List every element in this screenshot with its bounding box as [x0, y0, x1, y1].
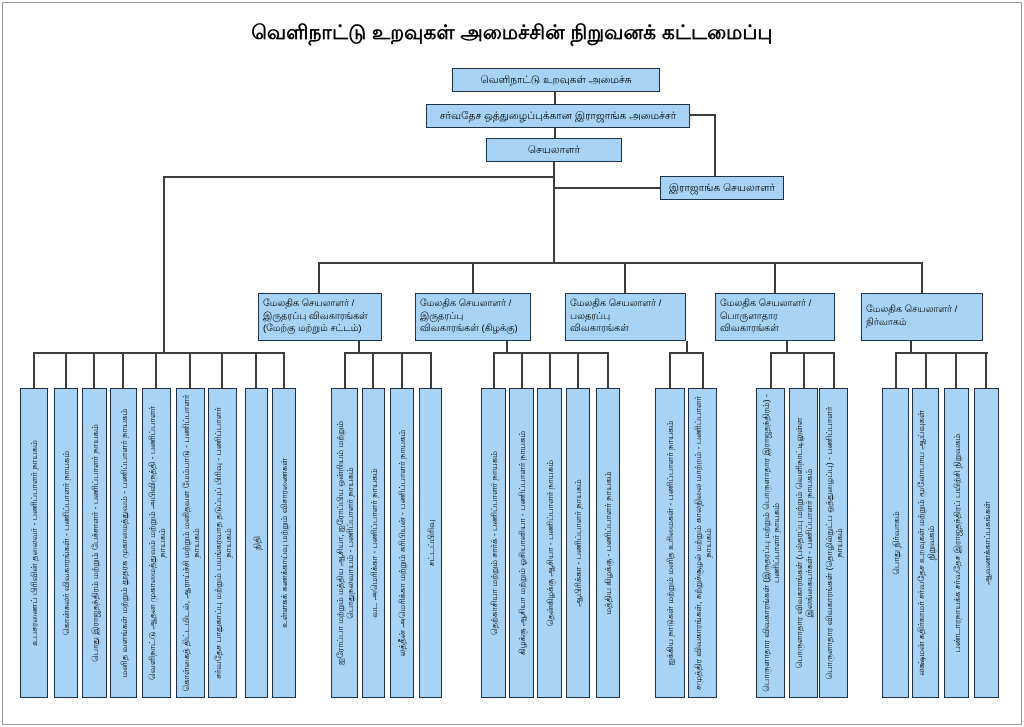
connector-line — [774, 262, 776, 293]
leaf-node: பொது நிர்வாகம் — [882, 388, 909, 698]
connector-line — [358, 341, 360, 353]
chart-title: வெளிநாட்டு உறவுகள் அமைச்சின் நிறுவனக் கட… — [251, 22, 773, 44]
leaf-node: வட அமெரிக்கா - பணிப்பாளர் நாயகம் — [362, 388, 385, 698]
connector-line — [607, 352, 609, 388]
leaf-node: கொன்சுலர் விவகாரங்கள் - பணிப்பாளர் நாயகம… — [54, 388, 78, 698]
connector-line — [401, 352, 403, 388]
connector-line — [163, 176, 555, 178]
connector-line — [65, 352, 67, 388]
connector-line — [33, 352, 285, 354]
leaf-node: உள்ளகக் கணக்காய்வு மற்றும் விசாரணைகள் — [272, 388, 296, 698]
leaf-node: மத்திய கிழக்கு - பணிப்பாளர் நாயகம் — [596, 388, 620, 698]
leaf-node: சமுத்திர விவகாரங்கள், சுற்றுச்சூழல் மற்ற… — [688, 388, 717, 698]
connector-line — [553, 187, 660, 189]
leaf-node: வெளிநாட்டு ஆதன முகாமைத்துவம் மற்றும் அபி… — [142, 388, 171, 698]
connector-line — [255, 352, 257, 388]
connector-line — [33, 352, 35, 388]
connector-line — [554, 128, 556, 138]
connector-line — [669, 352, 671, 388]
node-state-secretary: இராஜாங்க செயலாளர் — [660, 176, 784, 200]
leaf-node: ஆபிரிக்கா - பணிப்பாளர் நாயகம் — [566, 388, 590, 698]
leaf-node: தென்கிழக்கு ஆசியா - பணிப்பாளர் நாயகம் — [537, 388, 562, 698]
connector-line — [344, 352, 432, 354]
node-minister: வெளிநாட்டு உறவுகள் அமைச்சு — [452, 68, 660, 92]
division-bilateral-east: மேலதிக செயலாளர் / இருதரப்பு விவகாரங்கள் … — [415, 293, 531, 341]
connector-line — [803, 352, 805, 388]
connector-line — [372, 352, 374, 388]
connector-line — [472, 262, 474, 293]
node-state-minister: சர்வதேச ஒத்துழைப்புக்கான இராஜாங்க அமைச்ச… — [426, 104, 690, 128]
connector-line — [910, 341, 912, 353]
connector-line — [714, 114, 716, 176]
connector-line — [577, 352, 579, 388]
connector-line — [955, 352, 957, 388]
leaf-node: பொருளாதார விவகாரங்கள் (இருதரப்பு மற்றும்… — [756, 388, 785, 698]
connector-line — [921, 262, 923, 293]
leaf-node: சட்டப்பிரிவு — [419, 388, 442, 698]
connector-line — [553, 162, 555, 263]
connector-line — [549, 352, 551, 388]
connector-line — [344, 352, 346, 388]
connector-line — [430, 352, 432, 388]
connector-line — [318, 262, 923, 264]
connector-line — [895, 352, 897, 388]
connector-line — [189, 352, 191, 388]
connector-line — [283, 352, 285, 388]
leaf-node: உபசரணைப் பிரிவின் தலைவர் - பணிப்பாளர் நா… — [20, 388, 48, 698]
leaf-node: பொருளாதார விவகாரங்கள் (தொழில்நுட்ப ஒத்து… — [819, 388, 848, 698]
connector-line — [770, 352, 835, 354]
leaf-node: கிழக்கு ஆசியா மற்றும் ஓசியானியா - பணிப்ப… — [509, 388, 534, 698]
leaf-node: லத்தீன் அமெரிக்கா மற்றும் கரிபியன் - பணி… — [390, 388, 414, 698]
leaf-node: சர்வதேச பாதுகாப்பு மற்றும் பயங்கரவாத தடு… — [208, 388, 237, 698]
connector-line — [770, 352, 772, 388]
connector-line — [122, 352, 124, 388]
connector-line — [221, 352, 223, 388]
connector-line — [318, 262, 320, 293]
leaf-node: நிதி — [245, 388, 268, 698]
connector-line — [925, 352, 927, 388]
connector-line — [689, 114, 716, 116]
division-bilateral-west-legal: மேலதிக செயலாளர் / இருதரப்பு விவகாரங்கள் … — [258, 293, 382, 341]
division-administration: மேலதிக செயலாளர் / நிர்வாகம் — [861, 293, 983, 341]
connector-line — [554, 92, 556, 104]
leaf-node: மனித வளங்கள் மற்றும் தூதரக முகாமைத்துவம்… — [110, 388, 137, 698]
leaf-node: பண்டாரநாயக்க சர்வதேச இராஜதந்திரப் பயிற்ச… — [944, 388, 969, 698]
connector-line — [686, 341, 688, 353]
division-economic: மேலதிக செயலாளர் / பொருளாதார விவகாரங்கள் — [715, 293, 835, 341]
leaf-node: ஐரோப்பா மற்றும் மத்திய ஆசியா, ஐரோப்பிய ஒ… — [331, 388, 358, 698]
connector-line — [702, 352, 704, 388]
leaf-node: லக்ஷ்மன் கதிர்காமர் சர்வதேச உறவுகள் மற்ற… — [912, 388, 939, 698]
connector-line — [155, 352, 157, 388]
connector-line — [786, 341, 788, 353]
leaf-node: தெற்காசியா மற்றும் சார்க் - பணிப்பாளர் ந… — [481, 388, 506, 698]
node-secretary: செயலாளர் — [486, 138, 622, 162]
connector-line — [493, 352, 495, 388]
connector-line — [506, 341, 508, 353]
division-multilateral: மேலதிக செயலாளர் / பலதரப்பு விவகாரங்கள் — [565, 293, 686, 341]
leaf-node: கொள்கைத் திட்டமிடல், ஆராய்ச்சி மற்றும் ம… — [176, 388, 205, 698]
leaf-node: ஐக்கிய நாடுகள் மற்றும் மனித உரிமைகள் - ப… — [655, 388, 685, 698]
connector-line — [895, 352, 988, 354]
connector-line — [985, 352, 987, 388]
leaf-node: பொருளாதார விவகாரங்கள் (பல்தரப்பு மற்றும்… — [789, 388, 818, 698]
connector-line — [163, 176, 165, 354]
connector-line — [833, 352, 835, 388]
leaf-node: ஆவணக்காப்பகங்கள் — [974, 388, 999, 698]
connector-line — [669, 352, 704, 354]
connector-line — [93, 352, 95, 388]
connector-line — [493, 352, 609, 354]
connector-line — [624, 262, 626, 293]
connector-line — [521, 352, 523, 388]
leaf-node: பொது இராஜதந்திரம் மற்றும் பேச்சாளர் - பண… — [82, 388, 107, 698]
